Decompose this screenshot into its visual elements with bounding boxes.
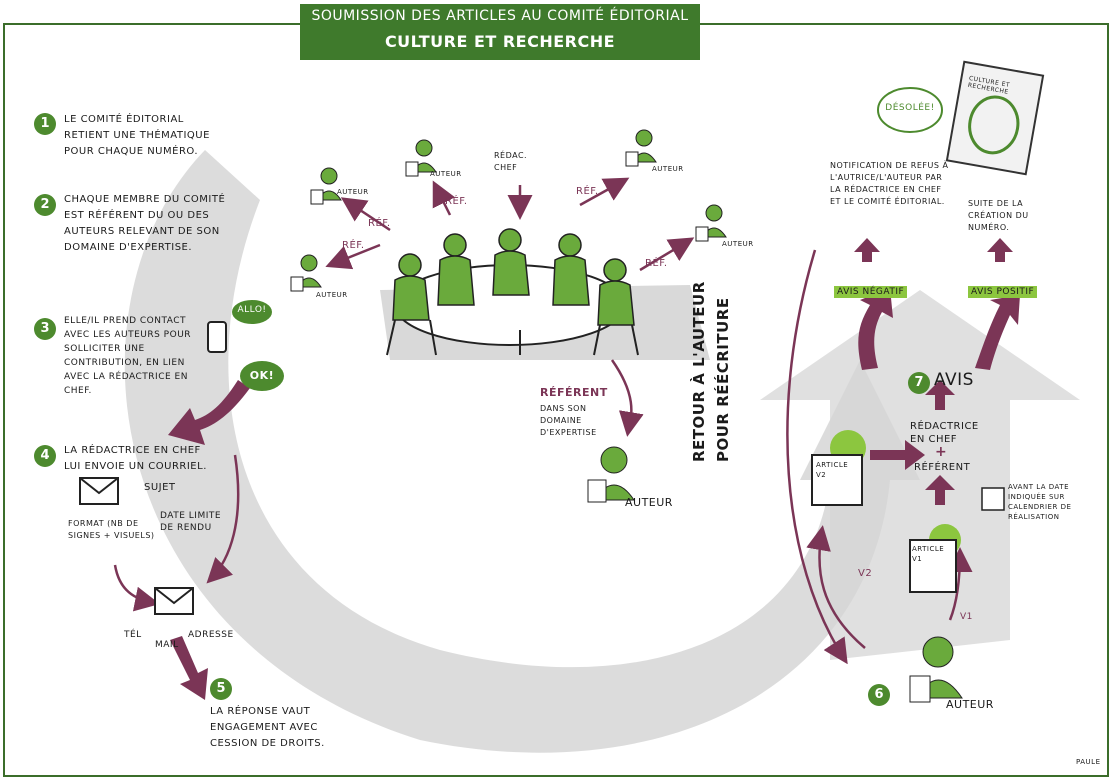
header-banner: [300, 4, 700, 60]
retour-line1: RETOUR À L'AUTEUR: [690, 281, 708, 462]
grey-up-arrow: [760, 290, 1080, 660]
label-auteur-4: AUTEUR: [722, 240, 754, 248]
step-1-text: LE COMITÉ ÉDITORIAL RETIENT UNE THÉMATIQ…: [64, 114, 210, 157]
v2-label: V2: [858, 568, 873, 579]
mail-format: FORMAT (NB DE SIGNES + VISUELS): [68, 519, 155, 540]
step-7-number: 7: [908, 372, 930, 394]
meeting-people: [392, 228, 635, 326]
avis-positif: AVIS POSITIF: [968, 286, 1038, 298]
plus-sign: +: [935, 444, 948, 460]
plum-arrows: [113, 177, 973, 665]
auteur-right-label: AUTEUR: [946, 698, 994, 711]
label-ref-5: RÉF.: [645, 258, 668, 269]
label-auteur-2: AUTEUR: [430, 170, 462, 178]
step-2-number: 2: [34, 194, 56, 216]
step-2-text: CHAQUE MEMBRE DU COMITÉ EST RÉFÉRENT DU …: [64, 194, 226, 253]
label-ref-1: RÉF.: [368, 218, 391, 229]
author-icons: [290, 129, 963, 703]
plum-block-arrows: [168, 238, 1020, 700]
step-6-number: 6: [868, 684, 890, 706]
step-5-text: LA RÉPONSE VAUT ENGAGEMENT AVEC CESSION …: [210, 706, 325, 749]
suite-text: SUITE DE LA CRÉATION DU NUMÉRO.: [968, 199, 1029, 232]
header-title-line1: SOUMISSION DES ARTICLES AU COMITÉ ÉDITOR…: [311, 8, 689, 24]
step-4-number: 4: [34, 445, 56, 467]
bubble-allo: [232, 300, 272, 324]
phone: [207, 321, 227, 353]
step-5-number: 5: [210, 678, 232, 700]
step-3-number: 3: [34, 318, 56, 340]
label-redac-chef: RÉDAC. CHEF: [494, 151, 528, 172]
header-title-line2: CULTURE ET RECHERCHE: [384, 32, 616, 51]
retour-line2: POUR RÉÉCRITURE: [714, 297, 732, 462]
mail-sujet: SUJET: [144, 482, 176, 493]
label-referent: RÉFÉRENT: [540, 386, 608, 399]
magazine-cover: [945, 60, 1045, 176]
notification-text: NOTIFICATION DE REFUS À L'AUTRICE/L'AUTE…: [830, 161, 949, 206]
article-docs: [811, 430, 961, 593]
signature: PAULE: [1076, 758, 1101, 766]
mail-adresse: ADRESSE: [188, 630, 234, 640]
step-7-text: AVIS: [934, 370, 974, 390]
step-1-number: 1: [34, 113, 56, 135]
avant-text: AVANT LA DATE INDIQUÉE SUR CALENDRIER DE…: [1008, 483, 1072, 521]
bubble-allo-text: ALLO!: [237, 305, 267, 315]
label-ref-4: RÉF.: [576, 186, 599, 197]
label-ref-3: RÉF.: [445, 196, 468, 207]
article-v2-label: ARTICLE V2: [816, 461, 849, 479]
label-auteur-1: AUTEUR: [337, 188, 369, 196]
label-auteur-main: AUTEUR: [625, 496, 673, 509]
bubble-desolee: [877, 87, 943, 133]
step-3-text: ELLE/IL PREND CONTACT AVEC LES AUTEURS P…: [64, 316, 192, 396]
mail-mail: MAIL: [155, 640, 179, 650]
bubble-ok: [240, 361, 284, 391]
grey-cycle-arrow: [124, 150, 921, 753]
avis-negatif: AVIS NÉGATIF: [834, 286, 908, 298]
bubble-desolee-text: DÉSOLÉE!: [885, 103, 935, 113]
mail-date-limite: DATE LIMITE DE RENDU: [160, 511, 222, 533]
redactrice-label: RÉDACTRICE EN CHEF: [910, 421, 979, 445]
label-auteur-3: AUTEUR: [652, 165, 684, 173]
label-referent-desc: DANS SON DOMAINE D'EXPERTISE: [540, 404, 597, 437]
label-auteur-5: AUTEUR: [316, 291, 348, 299]
step-4-text: LA RÉDACTRICE EN CHEF LUI ENVOIE UN COUR…: [64, 445, 207, 472]
referent-label: RÉFÉRENT: [914, 462, 971, 473]
calendar-icon: [981, 487, 1005, 511]
label-ref-2: RÉF.: [342, 240, 365, 251]
meeting-chairs: [386, 319, 639, 356]
mail-tel: TÉL: [124, 630, 142, 640]
envelopes: [79, 477, 194, 615]
bubble-ok-text: OK!: [249, 369, 275, 382]
article-v1-label: ARTICLE V1: [912, 545, 945, 563]
v1-label: V1: [960, 612, 973, 622]
